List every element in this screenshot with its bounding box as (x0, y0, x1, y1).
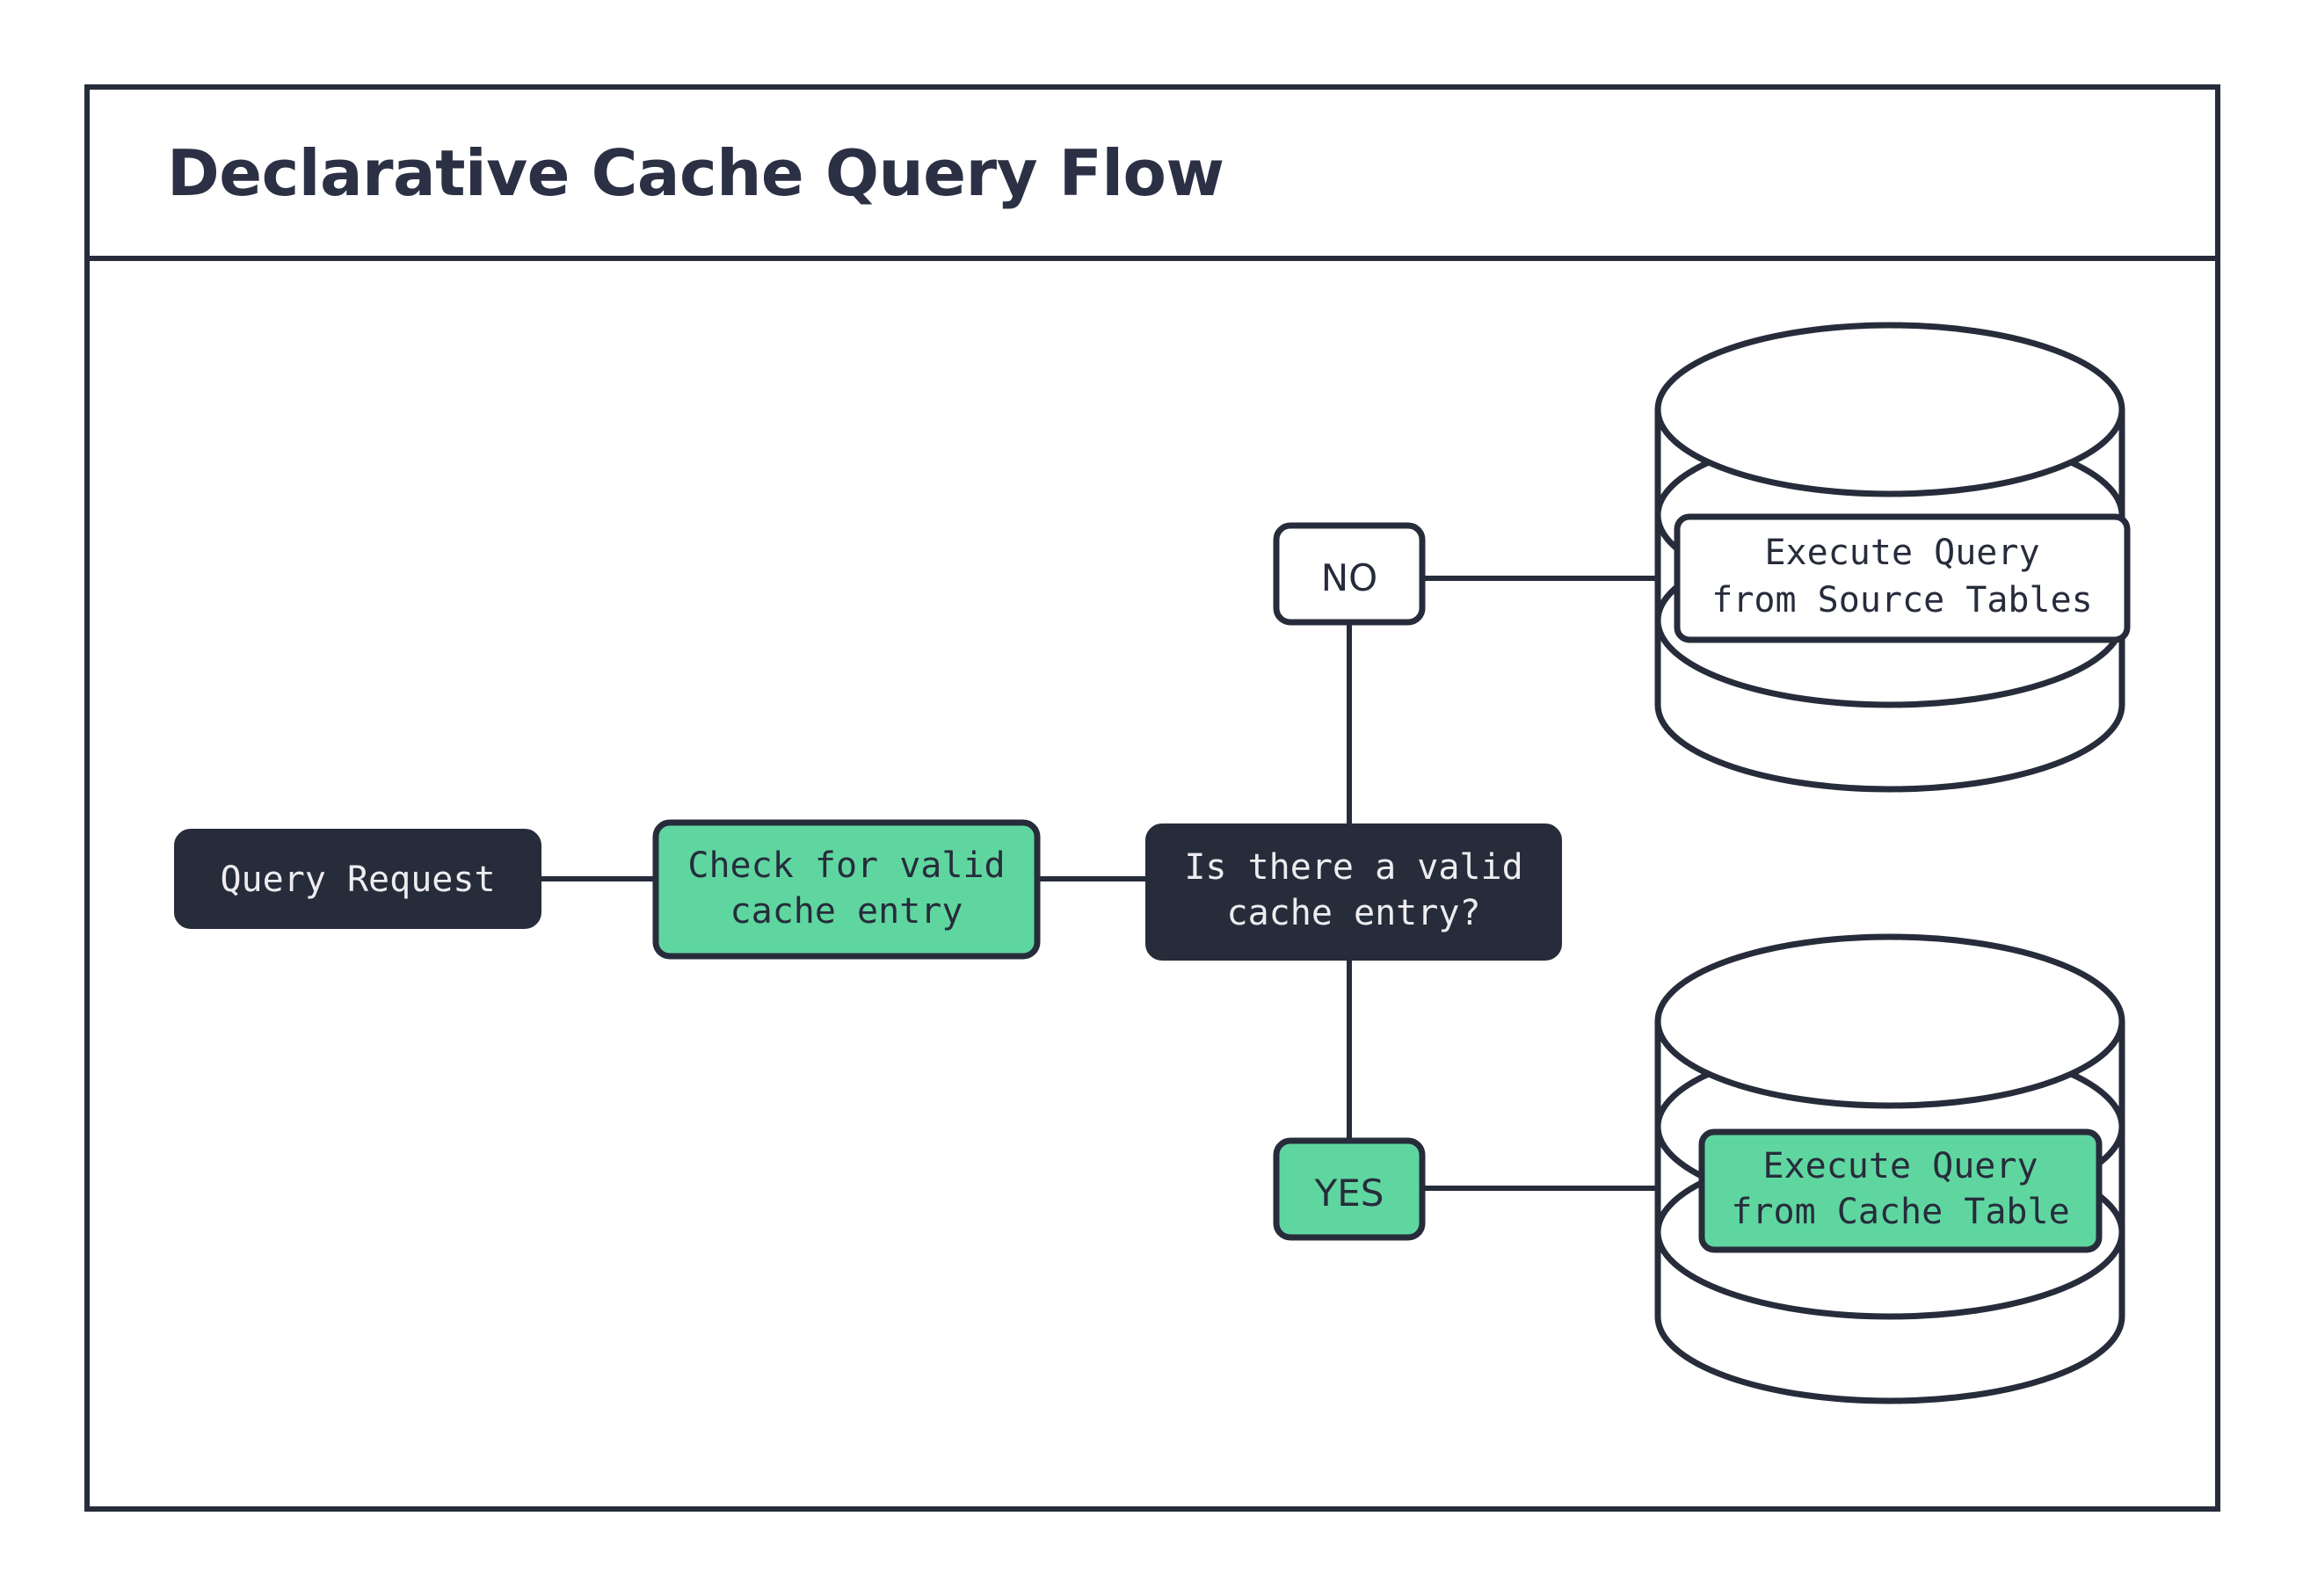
cache-table-label-box[interactable]: Execute Query from Cache Table (1698, 1128, 2103, 1253)
decision-label-line2: cache entry? (1227, 893, 1481, 933)
cache-table-label-line1: Execute Query (1762, 1146, 2038, 1186)
check-cache-label-line1: Check for valid (687, 845, 1005, 886)
query-request-label: Query Request (220, 860, 495, 900)
node-decision-valid-cache-entry[interactable]: Is there a valid cache entry? (1145, 823, 1562, 961)
node-query-request[interactable]: Query Request (174, 829, 541, 929)
page-title: Declarative Cache Query Flow (167, 136, 1224, 210)
node-branch-yes[interactable]: YES (1273, 1137, 1426, 1241)
branch-no-label: NO (1321, 556, 1377, 599)
branch-yes-label: YES (1314, 1172, 1384, 1215)
source-tables-label-line2: from Source Tables (1711, 580, 2092, 620)
check-cache-label-line2: cache entry (730, 891, 963, 932)
source-tables-label-box[interactable]: Execute Query from Source Tables (1674, 513, 2131, 643)
node-check-cache[interactable]: Check for valid cache entry (652, 819, 1041, 960)
decision-label-line1: Is there a valid (1184, 847, 1522, 888)
source-tables-label-line1: Execute Query (1764, 533, 2039, 573)
node-branch-no[interactable]: NO (1273, 522, 1426, 626)
cache-table-label-line2: from Cache Table (1731, 1192, 2069, 1232)
